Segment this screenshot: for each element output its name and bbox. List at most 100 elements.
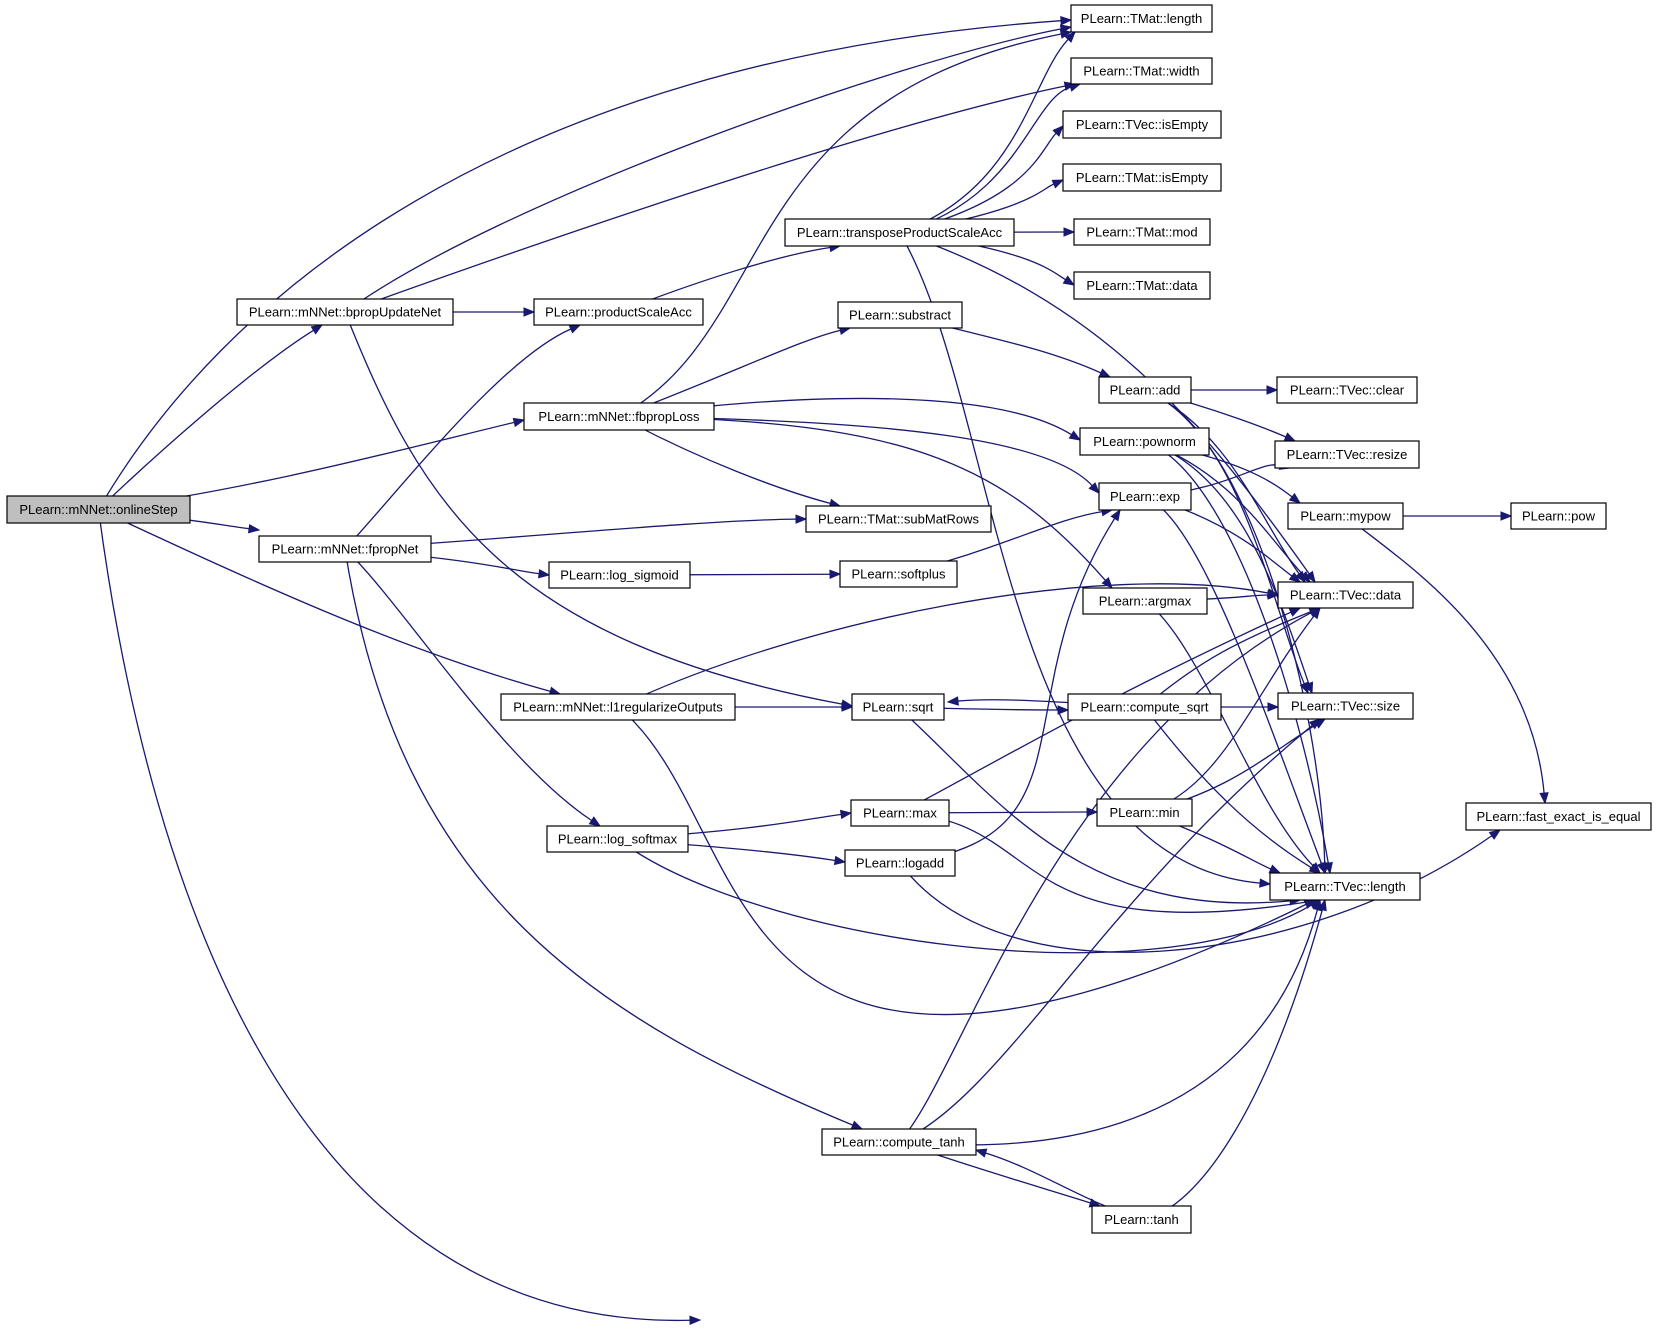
node-label: PLearn::pow [1522,509,1596,524]
node-compute_sqrt[interactable]: PLearn::compute_sqrt [1067,693,1222,721]
node-productScaleAcc[interactable]: PLearn::productScaleAcc [533,298,704,326]
node-max[interactable]: PLearn::max [850,799,950,827]
node-tanh[interactable]: PLearn::tanh [1091,1205,1192,1234]
node-label: PLearn::TVec::isEmpty [1076,117,1209,132]
edge-line [898,724,1313,1143]
edge-line [617,583,1269,708]
edge-arrowhead [1060,16,1073,26]
node-label: PLearn::argmax [1099,594,1192,609]
edge-arrowhead [1288,571,1302,583]
node-TVec_length[interactable]: PLearn::TVec::length [1269,872,1421,901]
edge-arrowhead [1068,430,1082,441]
edge-line [618,415,831,505]
edge-arrowhead [537,568,551,579]
node-logadd[interactable]: PLearn::logadd [844,849,956,877]
node-label: PLearn::mNNet::bpropUpdateNet [249,305,442,320]
node-exp[interactable]: PLearn::exp [1098,482,1192,511]
node-TVec_isEmpty[interactable]: PLearn::TVec::isEmpty [1062,110,1222,139]
edge-mypow-to-fast_exact_is_equal [1345,515,1549,805]
node-box [1510,502,1607,530]
node-TMat_width[interactable]: PLearn::TMat::width [1070,57,1213,85]
node-label: PLearn::TVec::data [1290,588,1402,603]
node-label: PLearn::fast_exact_is_equal [1476,809,1640,824]
node-pow[interactable]: PLearn::pow [1510,502,1607,530]
node-label: PLearn::transposeProductScaleAcc [797,225,1003,240]
edge-line [97,20,1062,510]
node-label: PLearn::compute_tanh [833,1135,965,1150]
node-box [805,505,992,533]
edge-arrowhead [1268,864,1282,874]
node-box [1465,802,1652,831]
edge-line [344,85,1066,313]
node-subMatRows[interactable]: PLearn::TMat::subMatRows [805,505,992,533]
node-softplus[interactable]: PLearn::softplus [839,560,958,588]
node-box [850,799,950,827]
call-edges [97,16,1549,1325]
node-fbpropLoss[interactable]: PLearn::mNNet::fbpropLoss [523,402,715,431]
node-box [844,849,956,877]
edge-arrowhead [1488,829,1502,840]
edge-arrowhead [1308,863,1322,874]
node-add[interactable]: PLearn::add [1098,376,1192,404]
node-label: PLearn::TMat::subMatRows [818,512,980,527]
node-label: PLearn::TMat::length [1081,11,1202,26]
edge-line [98,508,551,692]
node-bpropUpdateNet[interactable]: PLearn::mNNet::bpropUpdateNet [236,298,454,326]
edge-line [344,548,593,822]
node-substract[interactable]: PLearn::substract [837,301,963,329]
edge-arrowhead [1063,227,1076,237]
edge-arrowhead [247,523,261,534]
node-box [533,298,704,326]
node-argmax[interactable]: PLearn::argmax [1082,587,1208,615]
edge-l1reg-to-TVec_data [617,583,1280,708]
edge-arrowhead [1266,588,1280,598]
node-TMat_mod[interactable]: PLearn::TMat::mod [1073,218,1211,246]
edge-arrowhead [839,809,853,820]
edge-line [1144,611,1311,708]
node-sqrt[interactable]: PLearn::sqrt [851,693,945,721]
node-compute_tanh[interactable]: PLearn::compute_tanh [821,1128,977,1156]
node-mypow[interactable]: PLearn::mypow [1287,502,1404,530]
edge-line [618,329,841,418]
edge-arrowhead [512,417,526,428]
edge-line [1144,600,1314,867]
node-box [1277,581,1414,609]
edge-arrowhead [523,307,536,317]
node-label: PLearn::substract [849,308,951,323]
edge-tanh-to-TVec_length [1141,898,1327,1221]
node-box [258,535,432,563]
edge-line [344,548,854,1126]
node-TMat_length[interactable]: PLearn::TMat::length [1070,4,1213,33]
node-label: PLearn::add [1110,383,1181,398]
node-fast_exact_is_equal[interactable]: PLearn::fast_exact_is_equal [1465,802,1652,831]
node-label: PLearn::logadd [856,856,944,871]
edge-fbpropLoss-to-TMat_length [618,29,1073,418]
edge-arrowhead [1308,718,1322,730]
node-box [1098,376,1192,404]
node-TVec_size[interactable]: PLearn::TVec::size [1277,692,1414,720]
node-onlineStep[interactable]: PLearn::mNNet::onlineStep [6,495,191,524]
node-TMat_isEmpty[interactable]: PLearn::TMat::isEmpty [1062,163,1222,192]
edge-l1reg-to-TVec_length [617,706,1317,1016]
node-pownorm[interactable]: PLearn::pownorm [1079,427,1210,456]
node-log_softmax[interactable]: PLearn::log_softmax [546,825,689,853]
node-box [1070,57,1213,85]
edge-line [97,509,691,1321]
node-l1reg[interactable]: PLearn::mNNet::l1regularizeOutputs [500,693,736,721]
node-log_sigmoid[interactable]: PLearn::log_sigmoid [548,561,691,589]
node-box [851,693,945,721]
node-label: PLearn::TMat::data [1086,278,1198,293]
node-TVec_data[interactable]: PLearn::TVec::data [1277,581,1414,609]
node-TVec_clear[interactable]: PLearn::TVec::clear [1276,376,1418,404]
node-box [548,561,691,589]
node-box [839,560,958,588]
node-TMat_data[interactable]: PLearn::TMat::data [1073,271,1211,300]
edge-fpropNet-to-productScaleAcc [344,324,582,550]
node-min[interactable]: PLearn::min [1096,798,1193,827]
node-transposePSA[interactable]: PLearn::transposeProductScaleAcc [784,218,1015,247]
edge-arrowhead [1288,492,1302,504]
node-TVec_resize[interactable]: PLearn::TVec::resize [1274,440,1420,469]
edge-compute_sqrt-to-TVec_length [1143,706,1322,874]
node-fpropNet[interactable]: PLearn::mNNet::fpropNet [258,535,432,563]
edge-line [899,38,1069,234]
